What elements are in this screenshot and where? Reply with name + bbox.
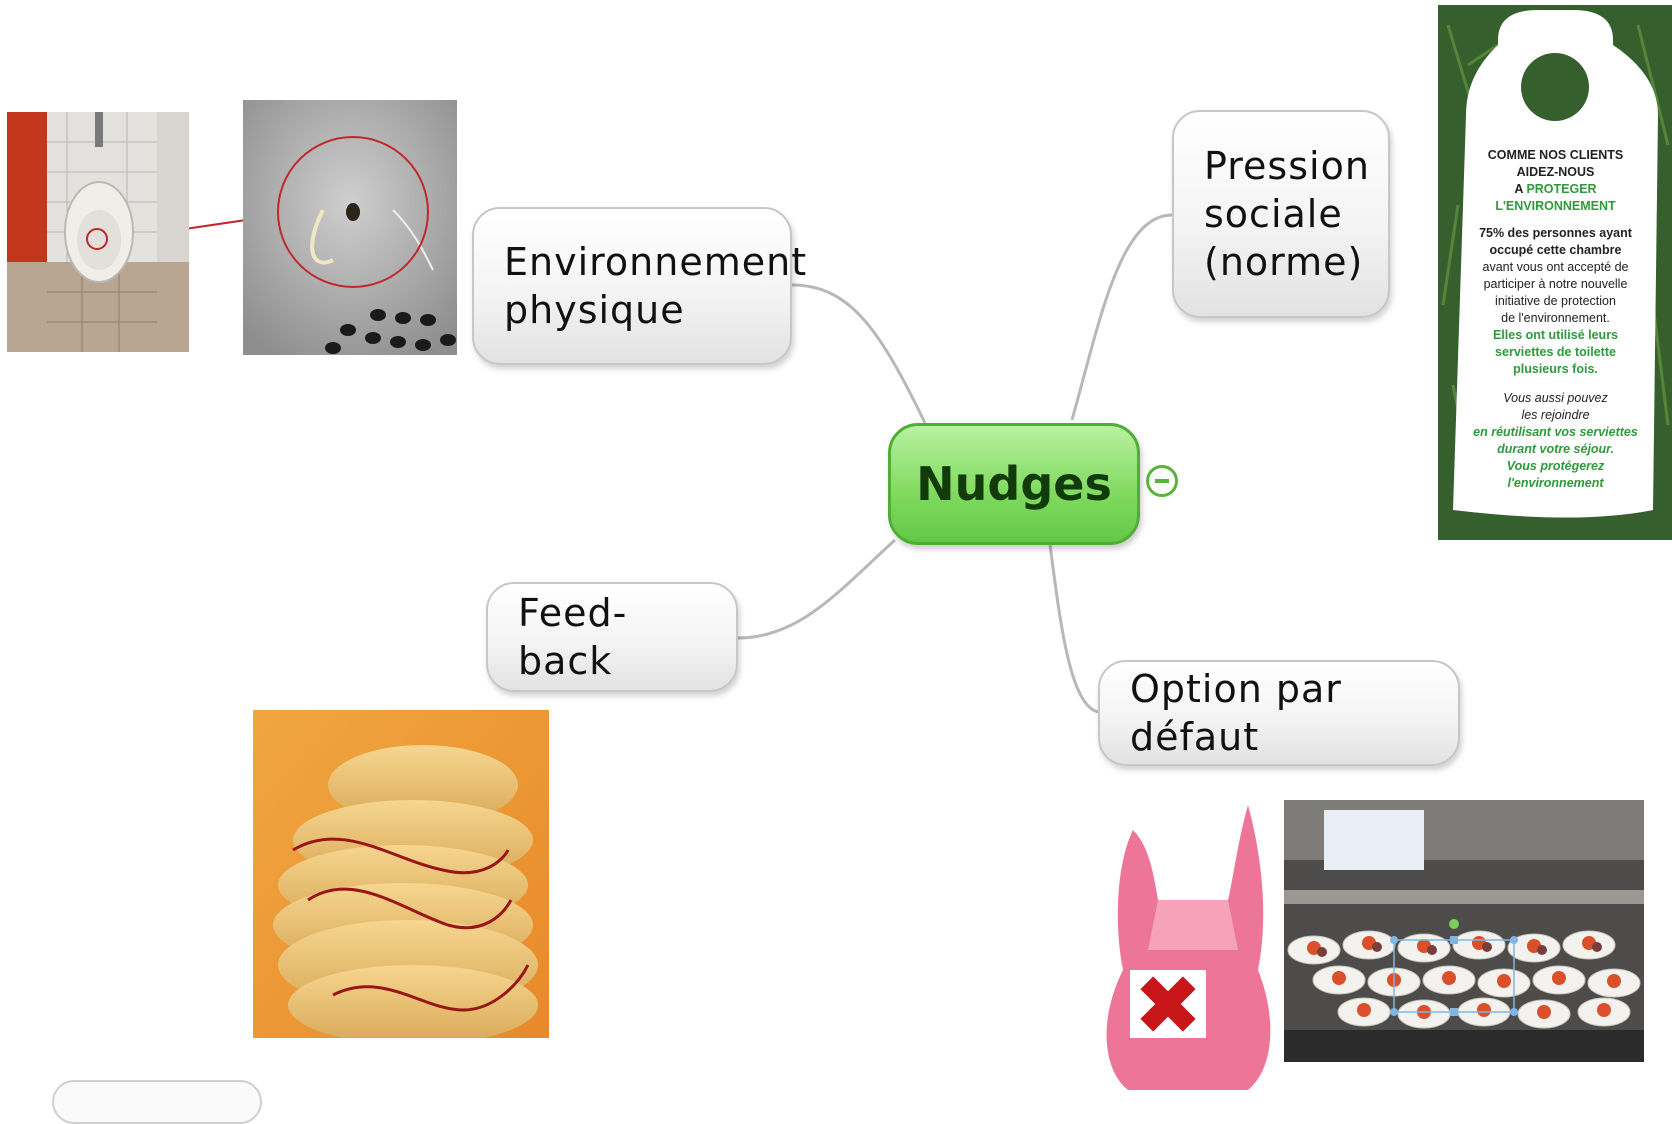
hanger-green-3: plusieurs fois. bbox=[1513, 362, 1598, 376]
urinal-zoom-photo bbox=[243, 100, 457, 355]
central-topic-nudges[interactable]: Nudges bbox=[888, 423, 1140, 545]
hanger-green-italic-3: Vous protégerez bbox=[1506, 459, 1605, 473]
hanger-heading-3-prefix: A bbox=[1514, 182, 1527, 196]
hanger-heading-3-green: PROTEGER bbox=[1526, 182, 1597, 196]
hanger-stat-bold: 75% des personnes ayant bbox=[1479, 226, 1632, 240]
connector-lines bbox=[116, 213, 1173, 714]
cafeteria-display-photo bbox=[1284, 800, 1644, 1062]
red-cross-icon bbox=[1130, 970, 1206, 1038]
topic-option-par-defaut[interactable]: Option par défaut bbox=[1098, 660, 1460, 766]
hanger-stat-4: de l'environnement. bbox=[1501, 311, 1610, 325]
hanger-heading-4: L'ENVIRONNEMENT bbox=[1495, 199, 1616, 213]
hanger-green-italic-4: l'environnement bbox=[1507, 476, 1604, 490]
hanger-stat-1: avant vous ont accepté de bbox=[1482, 260, 1629, 274]
topic-pression-sociale[interactable]: Pression sociale (norme) bbox=[1172, 110, 1390, 318]
hanger-green-italic-2: durant votre séjour. bbox=[1497, 442, 1614, 456]
hanger-green-italic-1: en réutilisant vos serviettes bbox=[1473, 425, 1638, 439]
hanger-green-1: Elles ont utilisé leurs bbox=[1492, 328, 1619, 342]
hanger-stat-3: initiative de protection bbox=[1495, 294, 1616, 308]
topic-environnement-physique[interactable]: Environnement physique bbox=[472, 207, 806, 365]
collapse-icon[interactable] bbox=[1146, 465, 1178, 497]
hanger-italic-1: Vous aussi pouvez bbox=[1503, 391, 1608, 405]
connector-environnement bbox=[791, 283, 927, 424]
connector-pression bbox=[1070, 213, 1173, 421]
plastic-bag-photo bbox=[1098, 800, 1278, 1092]
hanger-stat-2: participer à notre nouvelle bbox=[1483, 277, 1628, 291]
partial-topic-box[interactable] bbox=[52, 1080, 262, 1124]
connector-feedback bbox=[737, 538, 897, 640]
hanger-heading-1: COMME NOS CLIENTS bbox=[1487, 148, 1624, 162]
hanger-green-2: serviettes de toilette bbox=[1495, 345, 1616, 359]
door-hanger-photo: COMME NOS CLIENTS AIDEZ-NOUS A PROTEGER … bbox=[1438, 5, 1672, 540]
chips-stack-photo bbox=[253, 710, 549, 1038]
topic-feed-back[interactable]: Feed-back bbox=[486, 582, 738, 692]
hanger-heading-2: AIDEZ-NOUS bbox=[1516, 165, 1595, 179]
hanger-stat-bold-2: occupé cette chambre bbox=[1489, 243, 1622, 257]
connector-defaut bbox=[1048, 544, 1101, 714]
hanger-italic-2: les rejoindre bbox=[1521, 408, 1590, 422]
urinal-photo bbox=[7, 112, 189, 352]
